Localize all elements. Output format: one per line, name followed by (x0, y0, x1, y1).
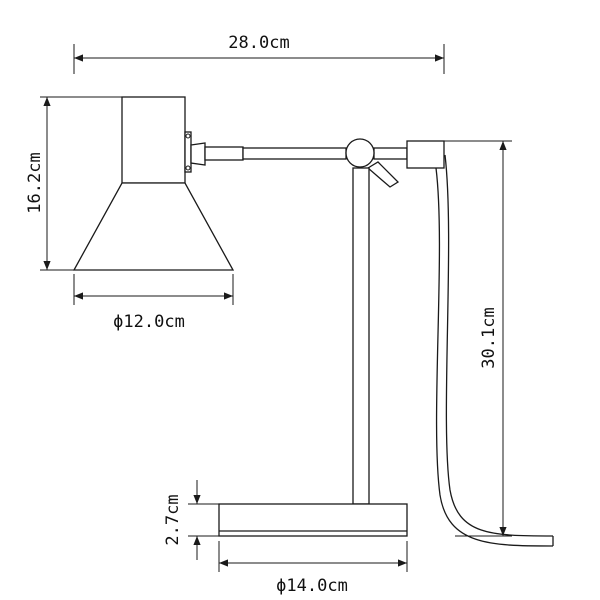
dimension-total-height: 30.1cm (444, 140, 512, 537)
shade-cone (72, 182, 235, 271)
base-diameter-label: ϕ14.0cm (276, 576, 348, 596)
dimension-shade-diameter: ϕ12.0cm (73, 274, 234, 332)
shade-cylinder (121, 96, 186, 184)
knob-detail-bottom (185, 165, 191, 171)
lamp-stand (218, 167, 408, 537)
total-height-label: 30.1cm (479, 307, 499, 368)
arm-joint-connector (190, 142, 206, 166)
counterweight (406, 140, 445, 169)
base-height-label: 2.7cm (163, 494, 183, 545)
knob-detail-top (185, 133, 191, 139)
cord-outer (444, 154, 554, 537)
dimension-total-width: 28.0cm (73, 33, 445, 74)
dimension-base-height: 2.7cm (163, 480, 219, 560)
total-width-label: 28.0cm (228, 33, 289, 53)
arm-rod-right (373, 147, 408, 160)
shade-height-label: 16.2cm (25, 152, 45, 213)
power-cord (435, 154, 554, 547)
lamp-shade (72, 96, 235, 271)
dimension-shade-height: 16.2cm (25, 96, 122, 271)
cord-inner (435, 167, 554, 547)
shade-diameter-label: ϕ12.0cm (113, 312, 185, 332)
arm-rod-left (242, 147, 347, 160)
stand-pole (352, 167, 370, 505)
arm-sleeve (204, 146, 244, 161)
dimension-base-diameter: ϕ14.0cm (218, 541, 408, 596)
pivot-ball (345, 138, 375, 168)
lamp-arm (190, 138, 445, 188)
tension-lever (366, 161, 400, 188)
